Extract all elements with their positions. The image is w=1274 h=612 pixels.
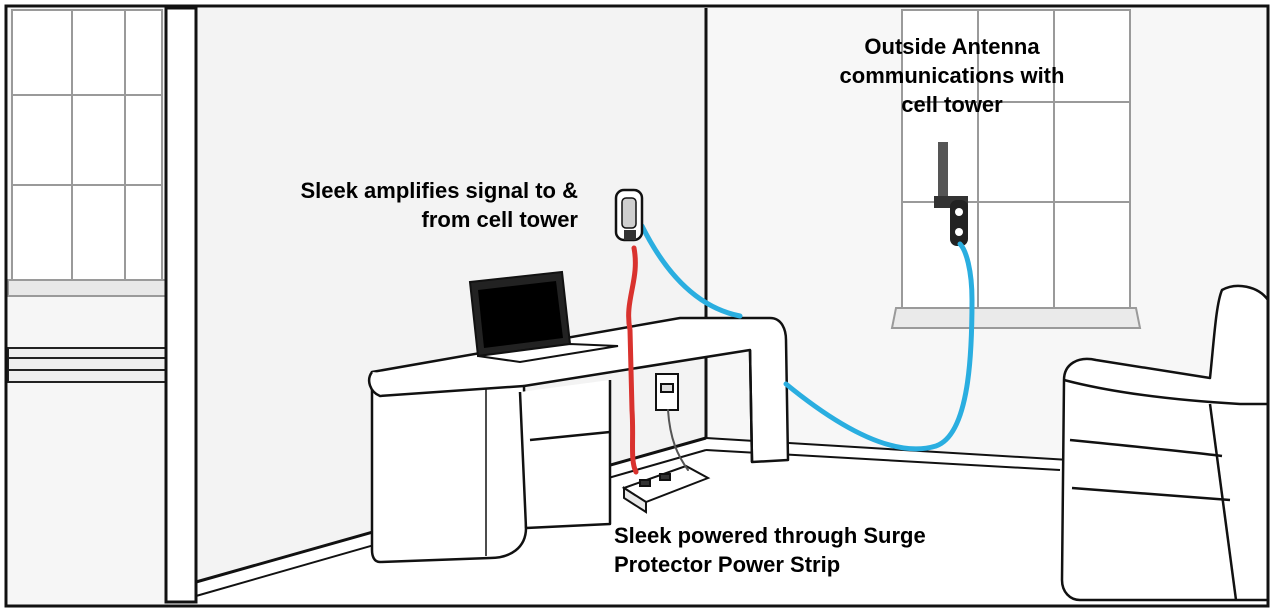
power-strip-icon xyxy=(621,464,711,514)
sleek-callout: Sleek amplifies signal to & from cell to… xyxy=(200,176,578,234)
power-callout: Sleek powered through Surge Protector Po… xyxy=(614,521,1074,579)
outside-antenna-icon xyxy=(934,142,968,246)
power-callout-line: Protector Power Strip xyxy=(614,552,841,577)
coax-cable-lower xyxy=(783,241,975,452)
antenna-callout-line: cell tower xyxy=(901,92,1003,117)
sleek-callout-line: from cell tower xyxy=(421,207,578,232)
cables xyxy=(626,223,975,475)
wall-column xyxy=(164,6,1269,604)
desk xyxy=(368,316,790,564)
outlet-cable xyxy=(667,409,689,471)
sleek-callout-line: Sleek amplifies signal to & xyxy=(300,178,578,203)
laptop-icon xyxy=(468,270,619,364)
antenna-callout: Outside Antenna communications with cell… xyxy=(760,32,1144,119)
power-callout-line: Sleek powered through Surge xyxy=(614,523,926,548)
diagram-border xyxy=(4,4,1270,608)
wall-outlet-icon xyxy=(655,373,679,411)
coax-cable-upper xyxy=(639,223,743,319)
sleek-amplifier-icon xyxy=(614,188,644,242)
armchair xyxy=(1060,284,1270,602)
left-radiator xyxy=(7,347,167,383)
antenna-callout-line: communications with xyxy=(839,63,1065,88)
power-cable xyxy=(626,245,639,475)
antenna-callout-line: Outside Antenna xyxy=(864,34,1040,59)
left-window xyxy=(7,9,169,297)
